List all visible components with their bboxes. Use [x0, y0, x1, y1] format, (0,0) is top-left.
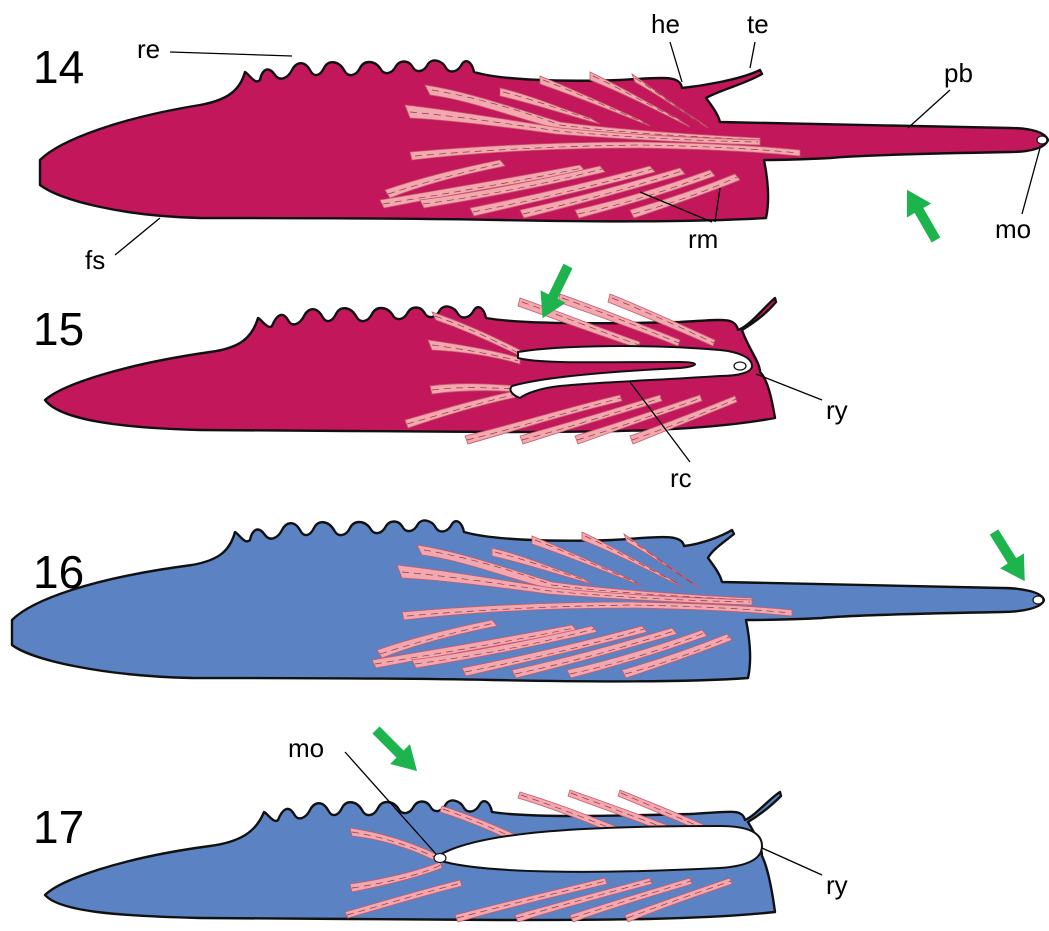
label-mo: mo [995, 214, 1031, 244]
green-arrow [366, 720, 427, 781]
leader-fs [115, 218, 160, 255]
label-rc: rc [670, 463, 692, 493]
panel-17: 17 [33, 720, 848, 922]
mouth-opening [1037, 136, 1047, 144]
leader-mo [1022, 148, 1040, 214]
panel-number-14: 14 [33, 41, 84, 93]
mouth-opening [1033, 596, 1043, 604]
mouth-opening [734, 362, 746, 370]
panel-15: 15 ry rc [33, 260, 848, 493]
label-te: te [747, 9, 769, 39]
label-ry: ry [826, 870, 848, 900]
green-arrow [895, 183, 948, 247]
label-mo: mo [288, 733, 324, 763]
label-pb: pb [944, 58, 973, 88]
leader-pb [908, 90, 950, 128]
panel-number-15: 15 [33, 303, 84, 355]
label-fs: fs [85, 245, 105, 275]
label-he: he [651, 9, 680, 39]
label-rm: rm [688, 224, 718, 254]
leader-re [170, 52, 292, 56]
panel-number-17: 17 [33, 801, 84, 853]
mouth-opening [434, 854, 446, 863]
panel-14: 14 re he te pb fs rm mo [33, 9, 1048, 275]
green-arrow [982, 525, 1036, 589]
label-re: re [137, 34, 160, 64]
leader-ry [762, 848, 822, 875]
label-ry: ry [826, 395, 848, 425]
leader-te [750, 42, 755, 68]
panel-16: 16 [12, 521, 1044, 682]
leader-he [670, 42, 682, 82]
